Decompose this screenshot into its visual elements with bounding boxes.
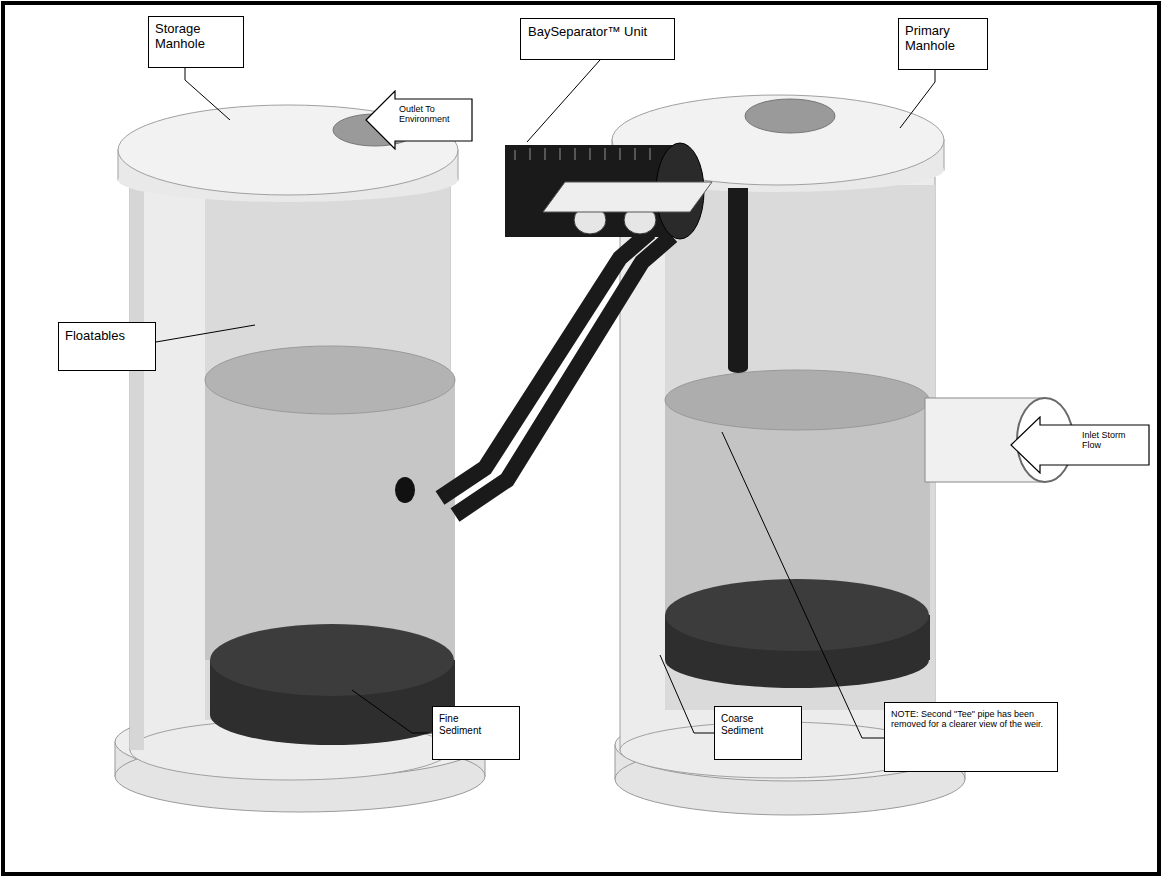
arrow-label: Outlet To Environment (399, 104, 461, 125)
arrow-label: Inlet Storm Flow (1082, 430, 1142, 451)
callout-box: Primary Manhole (898, 18, 988, 70)
separator-pipe (440, 232, 650, 498)
leader-line (156, 325, 255, 342)
leader-line (352, 690, 432, 733)
callout-text: Coarse Sediment (721, 713, 773, 736)
callout-text: Floatables (65, 329, 151, 344)
pipe-hole (395, 477, 415, 503)
coarse-sediment-layer (665, 579, 929, 651)
callout-box: Coarse Sediment (714, 706, 802, 760)
leader-line (527, 60, 600, 142)
callout-text: BaySeparator™ Unit (528, 25, 668, 40)
fine-sediment-layer (210, 624, 454, 696)
callout-box: Fine Sediment (432, 706, 520, 760)
tee-pipe (728, 363, 748, 373)
leader-line (660, 655, 714, 733)
primary-cap-hole (745, 99, 835, 133)
callout-text: Storage Manhole (155, 22, 239, 52)
flow-arrow: Inlet Storm Flow (1010, 416, 1150, 474)
callout-box: Storage Manhole (148, 16, 244, 68)
weir-plate (543, 182, 712, 212)
leader-line (722, 432, 884, 738)
pipe-ridges (515, 148, 650, 160)
floatables-layer (205, 346, 455, 414)
arrow-shape (1010, 416, 1150, 474)
primary-water (665, 370, 929, 430)
storage-wall (130, 150, 144, 750)
flow-arrow: Outlet To Environment (365, 90, 473, 150)
callout-text: Primary Manhole (905, 24, 983, 54)
callout-text: NOTE: Second "Tee" pipe has been removed… (891, 709, 1051, 730)
callout-box: BaySeparator™ Unit (520, 18, 675, 60)
storage-water (205, 380, 455, 660)
primary-interior (665, 185, 935, 710)
separator-pipe (455, 236, 672, 515)
arrow-outline (1011, 417, 1149, 473)
arrow-outline (366, 91, 472, 149)
note-box: NOTE: Second "Tee" pipe has been removed… (884, 702, 1058, 772)
leader-line (185, 68, 230, 120)
frame (3, 3, 1159, 874)
callout-text: Fine Sediment (439, 713, 491, 736)
tee-pipe (728, 188, 748, 368)
callout-box: Floatables (58, 322, 156, 371)
leader-line (900, 70, 935, 128)
